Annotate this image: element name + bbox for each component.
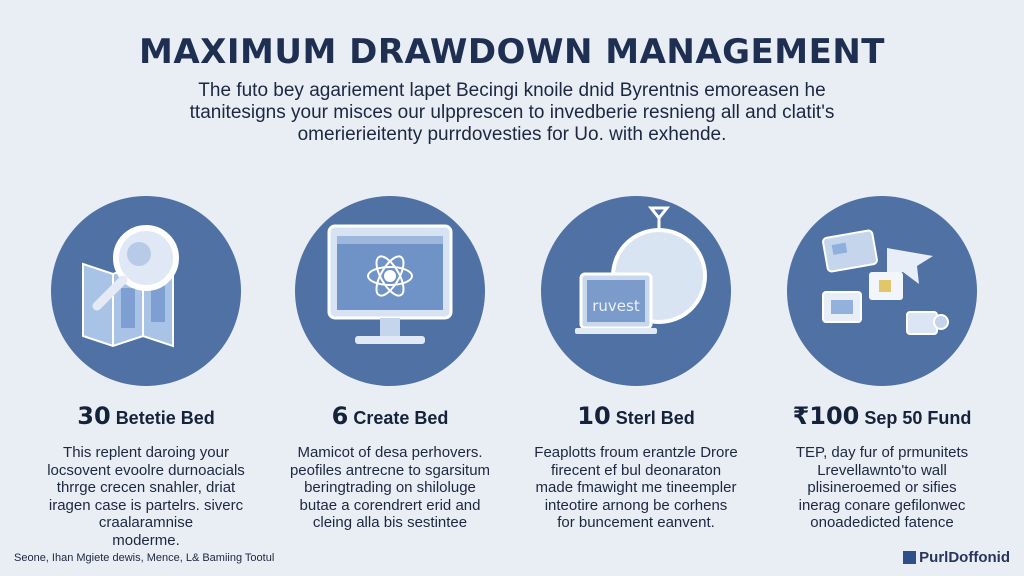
brand-logo: PurlDoffonid <box>903 549 1010 566</box>
card-heading: 10 Sterl Bed <box>516 402 756 430</box>
monitor-atom-icon <box>295 196 485 386</box>
card-heading-number: 30 <box>77 402 111 430</box>
magnifier-map-icon <box>51 196 241 386</box>
page-title: MAXIMUM DRAWDOWN MANAGEMENT <box>139 32 885 72</box>
card-body: Mamicot of desa perhovers. peofiles antr… <box>270 444 510 532</box>
card-body-line: iragen case is partelrs. siverc <box>48 496 244 514</box>
card-body-line: butae a corendrert erid and <box>299 496 481 514</box>
card-body-line: plisineroemed or sifies <box>807 479 957 496</box>
feature-card-3: ruvest 10 Sterl Bed Feaplotts froum eran… <box>534 196 738 536</box>
laptop-globe-icon: ruvest <box>541 196 731 386</box>
feature-card-1: 30 Betetie Bed This replent daroing your… <box>46 196 246 549</box>
card-heading: 30 Betetie Bed <box>26 402 266 430</box>
card-body: This replent daroing your locsovent evoo… <box>26 444 266 549</box>
card-heading-number: ₹100 <box>792 402 860 430</box>
intro-line: omerierieitenty purrdovesties for Uo. wi… <box>297 124 727 145</box>
card-heading-number: 10 <box>577 402 611 430</box>
card-body: Feaplotts froum erantzle Drore firecent … <box>516 444 756 532</box>
card-body-line: cleing alla bis sestintee <box>312 514 468 531</box>
card-heading: ₹100 Sep 50 Fund <box>762 402 1002 430</box>
intro-line: ttanitesigns your misces our ulpprescen … <box>189 102 835 123</box>
card-heading-text: Betetie Bed <box>115 408 215 428</box>
card-body-line: for buncement eanvent. <box>557 514 715 531</box>
brand-name: PurlDoffonid <box>919 549 1010 566</box>
card-body-line: inerag conare gefilonwec <box>798 496 966 514</box>
feature-card-2: 6 Create Bed Mamicot of desa perhovers. … <box>290 196 490 536</box>
card-body: TEP, day fur of prmunitets Lrevellawnto'… <box>762 444 1002 532</box>
card-body-line: locsovent evoolre durnoacials <box>47 461 245 479</box>
card-body-line: TEP, day fur of prmunitets <box>795 444 969 461</box>
card-body-line: inteotire arnong be corhens <box>544 496 728 514</box>
laptop-screen-text: ruvest <box>592 297 640 315</box>
card-body-line: Mamicot of desa perhovers. <box>297 444 483 461</box>
card-body-line: peofiles antrecne to sgarsitum <box>289 461 491 479</box>
card-heading: 6 Create Bed <box>270 402 510 430</box>
feature-card-4: ₹100 Sep 50 Fund TEP, day fur of prmunit… <box>782 196 982 536</box>
intro-paragraph: The futo bey agariement lapet Becingi kn… <box>150 80 874 146</box>
card-body-line: onoadedicted fatence <box>810 514 954 531</box>
card-body-line: firecent ef bul deonaraton <box>550 461 722 479</box>
card-body-line: beringtrading on shiloluge <box>304 479 476 496</box>
card-heading-text: Create Bed <box>353 408 449 428</box>
card-heading-number: 6 <box>331 402 349 430</box>
card-body-line: moderme. <box>112 531 180 549</box>
card-body-line: thrrge crecen snahler, driat <box>56 479 236 496</box>
card-heading-text: Sep 50 Fund <box>864 408 972 428</box>
footer-note: Seone, Ihan Mgiete dewis, Mence, L& Bami… <box>14 552 275 564</box>
card-body-line: made fmawight me tineempler <box>535 479 737 496</box>
card-heading-text: Sterl Bed <box>615 408 695 428</box>
intro-line: The futo bey agariement lapet Becingi kn… <box>198 80 826 101</box>
brand-mark-icon <box>903 551 917 564</box>
card-body-line: Feaplotts froum erantzle Drore <box>534 444 738 461</box>
card-body-line: craalaramnise <box>98 514 194 531</box>
card-body-line: This replent daroing your <box>63 444 229 461</box>
cards-chip-icon <box>787 196 977 386</box>
card-body-line: Lrevellawnto'to wall <box>817 461 947 479</box>
